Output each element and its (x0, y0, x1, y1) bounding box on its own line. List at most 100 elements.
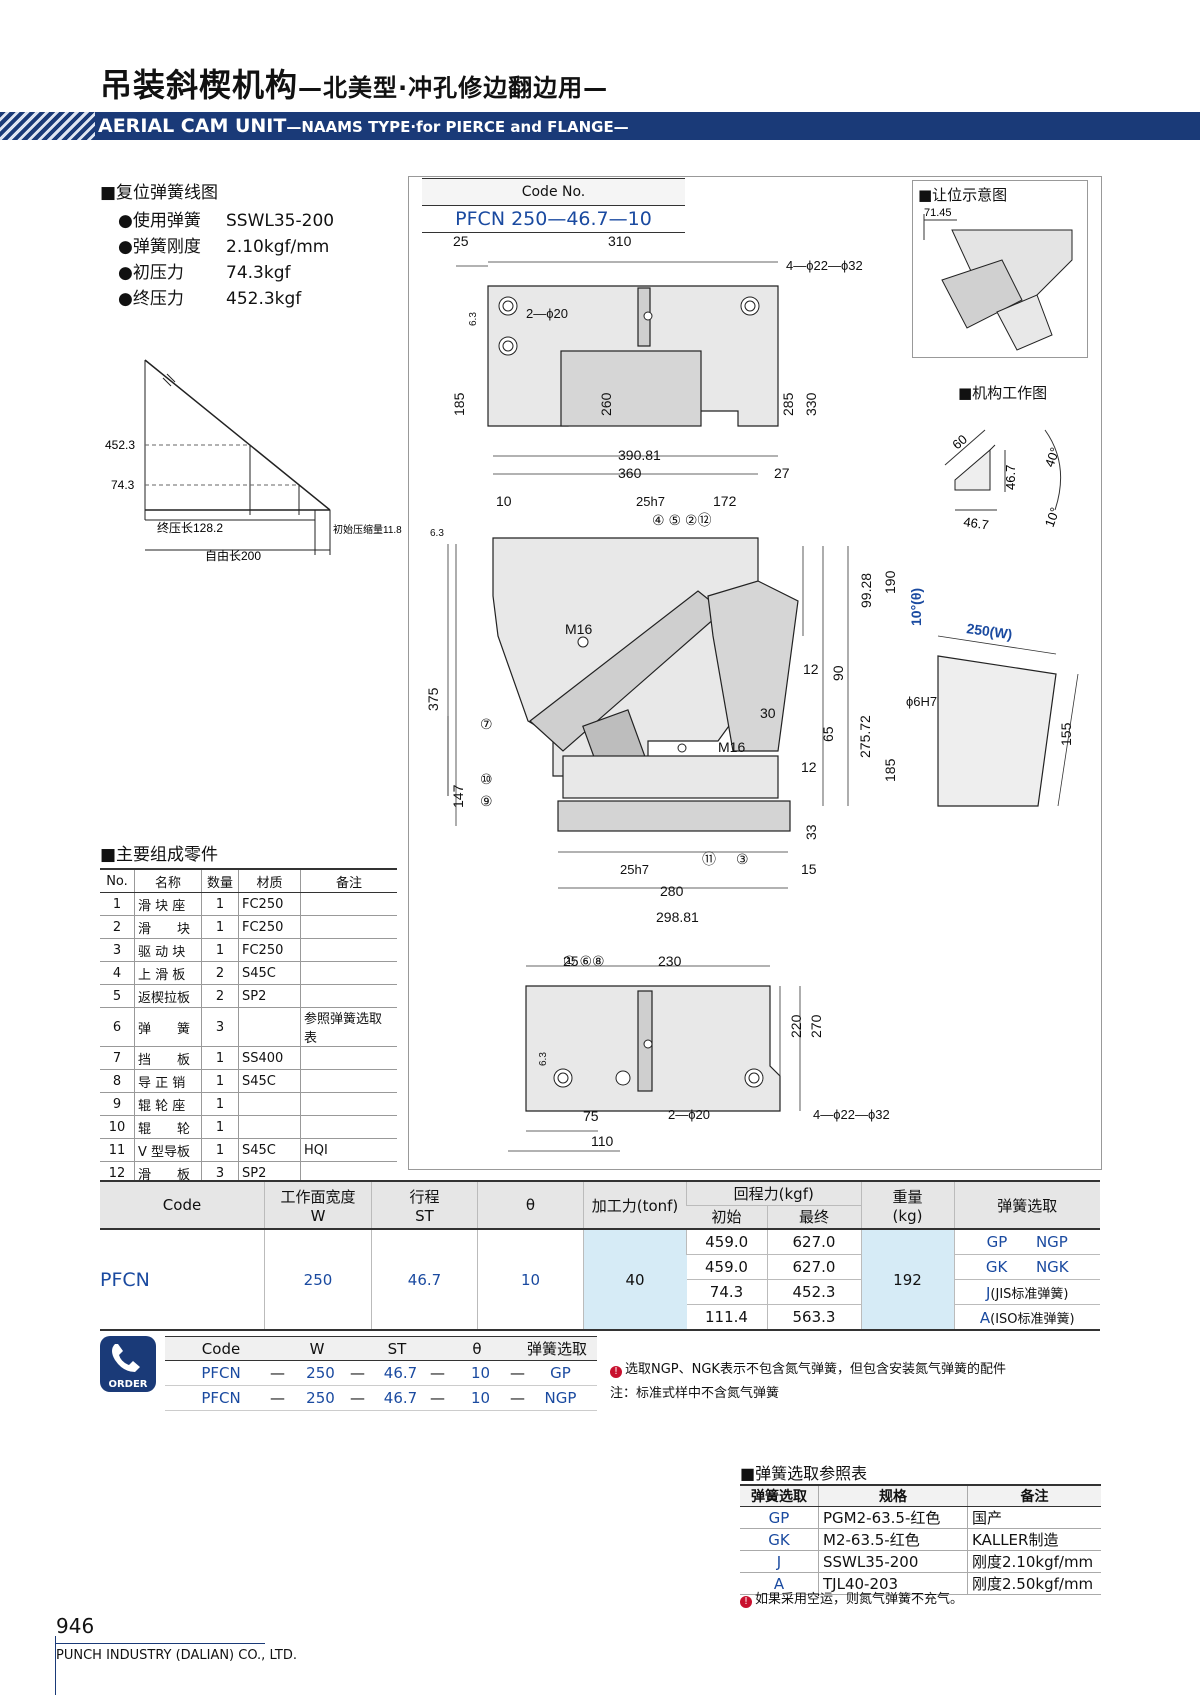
order-theta-value: 10 (470, 1364, 491, 1382)
order-w-value: 250 (306, 1364, 335, 1382)
spec-final: 627.0 (766, 1254, 861, 1280)
front-dim-9928: 99.28 (858, 573, 874, 608)
spec-key: ●弹簧刚度 (118, 237, 201, 257)
part-material: FC250 (238, 915, 301, 939)
spec-key: ●初压力 (118, 263, 184, 283)
order-header-row: Code W ST θ 弹簧选取 (165, 1336, 597, 1361)
part-name: 滑 块 (134, 915, 202, 939)
front-dim-147: 147 (450, 784, 466, 808)
front-dim-172: 172 (713, 493, 737, 509)
spec-st: 46.7 (371, 1229, 478, 1331)
initial-compression-label: 初始压缩量11.8 (333, 523, 402, 536)
top-dim-330: 330 (803, 392, 819, 416)
spec-col-w-unit: W (310, 1206, 326, 1225)
order-col-code: Code (165, 1336, 277, 1361)
part-qty: 1 (201, 938, 239, 962)
order-st: —46.7 (350, 1360, 437, 1386)
spec-final: 563.3 (766, 1304, 861, 1331)
band-title: AERIAL CAM UNIT—NAAMS TYPE·for PIERCE an… (98, 113, 629, 139)
order-code: PFCN (165, 1385, 277, 1411)
mech-dim-60: 60 (949, 432, 970, 453)
part-remark (300, 984, 397, 1008)
spec-init: 74.3 (686, 1279, 767, 1305)
spec-weight: 192 (860, 1229, 954, 1331)
part-material: SP2 (238, 984, 301, 1008)
bottom-view-body (525, 985, 781, 1112)
callout-10: ⑩ (480, 771, 493, 787)
phone-icon (112, 1344, 140, 1372)
order-dash: — (430, 1389, 445, 1407)
part-material (238, 1092, 301, 1116)
callout-6-8: ⑥⑧ (579, 953, 604, 969)
front-dim-185: 185 (882, 758, 898, 782)
spring-code-n: NGP (1035, 1233, 1068, 1251)
spec-value: SSWL35-200 (226, 211, 335, 231)
part-remark (300, 938, 397, 962)
spec-final: 627.0 (766, 1229, 861, 1255)
y-label-high: 452.3 (105, 438, 135, 452)
part-no: 4 (100, 961, 135, 985)
clearance-inset (912, 180, 1088, 358)
bottom-dim-230: 230 (658, 953, 682, 969)
order-icon: ORDER (100, 1336, 156, 1392)
spring-curve-heading: ■复位弹簧线图 (100, 183, 219, 203)
top-view-recess (560, 350, 702, 427)
clearance-sketch: 71.45 (923, 207, 1073, 351)
callout-group-top: ① ⑥⑧ (563, 953, 605, 969)
order-dash: — (270, 1389, 285, 1407)
top-dim-285: 285 (780, 392, 796, 416)
top-dim-185: 185 (451, 392, 467, 416)
parts-header-row: No. 名称 数量 材质 备注 (100, 868, 397, 893)
callout-3: ③ (736, 851, 749, 867)
order-col-st: ST (357, 1336, 437, 1361)
part-name: 挡 板 (134, 1046, 202, 1070)
mech-dim-467a: 46.7 (1003, 465, 1018, 490)
spring-desc: (ISO标准弹簧) (990, 1311, 1075, 1327)
order-row: PFCN—250—46.7—10—GP (165, 1360, 597, 1386)
drawing-frame (408, 176, 1102, 1170)
col-material: 材质 (238, 868, 301, 893)
spec-spring: A(ISO标准弹簧) (953, 1304, 1100, 1331)
code-label: Code No. (422, 178, 685, 206)
spec-init: 459.0 (686, 1254, 767, 1280)
front-dim-15: 15 (801, 861, 817, 877)
ref-remark: 国产 (967, 1506, 1101, 1529)
spring-code: A (979, 1308, 991, 1327)
spec-code: PFCN (100, 1229, 265, 1331)
spec-spring: GK NGK (953, 1254, 1100, 1280)
order-w: — 250 (270, 1360, 357, 1386)
part-qty: 1 (201, 1046, 239, 1070)
part-remark (300, 1069, 397, 1093)
ref-code: J (740, 1550, 819, 1573)
spec-force: 40 (583, 1229, 687, 1331)
order-st-value: 46.7 (383, 1364, 418, 1382)
part-no: 11 (100, 1138, 135, 1162)
part-remark: HQI (300, 1138, 397, 1162)
part-material (238, 1115, 301, 1139)
top-dim-310: 310 (608, 233, 632, 249)
spec-key: ●使用弹簧 (118, 211, 201, 231)
order-dash: — (270, 1364, 285, 1382)
part-qty: 2 (201, 984, 239, 1008)
part-no: 1 (100, 892, 135, 916)
band-title-sub: —NAAMS TYPE·for PIERCE and FLANGE— (286, 118, 629, 136)
title-band (0, 112, 1200, 140)
spec-key: ●终压力 (118, 289, 184, 309)
callout-1: ① (563, 953, 576, 969)
spec-col-force: 加工力(tonf) (583, 1180, 687, 1230)
col-remark: 备注 (300, 868, 397, 893)
page-number: 946 (56, 1614, 95, 1638)
spec-col-init: 初始 (686, 1204, 767, 1230)
part-qty: 1 (201, 1069, 239, 1093)
front-m16-a: M16 (565, 621, 592, 637)
spring-code: GP (986, 1233, 1008, 1251)
callout-4: ④ (652, 512, 665, 528)
